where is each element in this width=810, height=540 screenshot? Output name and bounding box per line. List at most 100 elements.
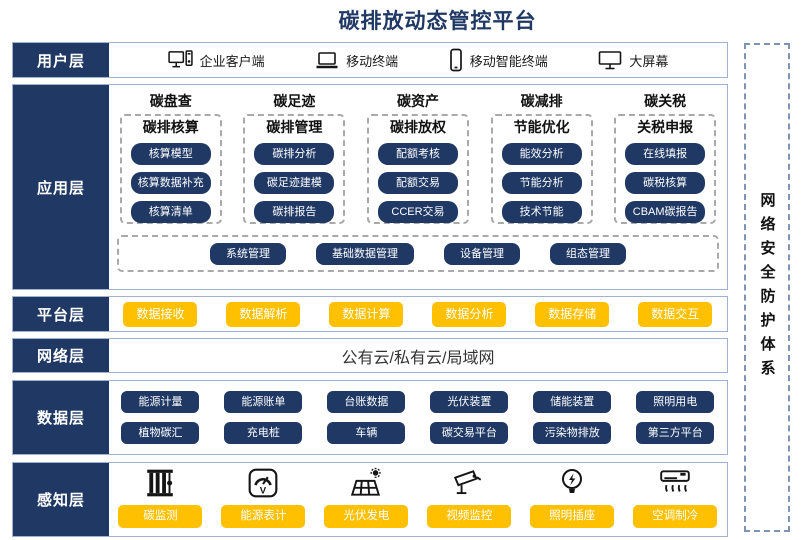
platform-layer-row: 平台层 数据接收 数据解析 数据计算 数据分析 数据存储 数据交互 bbox=[12, 296, 728, 332]
perception-item: V 能源表计 bbox=[212, 463, 315, 536]
app-column-header: 碳足迹 bbox=[273, 93, 316, 109]
app-function-pill: 节能分析 bbox=[501, 172, 582, 194]
data-source-pill: 储能装置 bbox=[533, 390, 612, 413]
user-terminal-label: 企业客户端 bbox=[199, 53, 265, 69]
data-source-pill: 污染物排放 bbox=[533, 422, 612, 445]
data-source-pill: 植物碳汇 bbox=[121, 422, 200, 445]
user-terminal-item: 移动终端 bbox=[315, 51, 398, 70]
perception-item: 视频监控 bbox=[418, 463, 521, 536]
app-module-box: 节能优化 能效分析 节能分析 技术节能 bbox=[490, 114, 593, 224]
app-function-pill: 在线填报 bbox=[625, 143, 706, 165]
app-column-header: 碳关税 bbox=[644, 93, 687, 109]
perception-item: 碳监测 bbox=[109, 463, 212, 536]
solar-panel-icon bbox=[349, 463, 383, 499]
app-module-title: 节能优化 bbox=[513, 119, 570, 135]
carbon-monitor-icon bbox=[144, 463, 176, 499]
application-columns: 碳排核算 核算模型 核算数据补充 核算清单 碳排管理 碳排分析 碳足迹建模 碳排… bbox=[109, 114, 727, 224]
app-module-box: 关税申报 在线填报 碳税核算 CBAM碳报告 bbox=[614, 114, 717, 224]
app-function-pill: 能效分析 bbox=[501, 143, 582, 165]
security-sidebar-label: 网络安全防护体系 bbox=[758, 191, 776, 384]
data-source-pill: 车辆 bbox=[327, 422, 406, 445]
app-column: 碳排管理 碳排分析 碳足迹建模 碳排报告 bbox=[233, 114, 357, 224]
platform-pill: 数据计算 bbox=[329, 301, 404, 327]
energy-meter-icon: V bbox=[247, 463, 279, 499]
network-cloud-text: 公有云/私有云/局域网 bbox=[341, 349, 495, 367]
app-module-title: 碳排管理 bbox=[266, 119, 323, 135]
app-function-pill: 配额交易 bbox=[377, 172, 458, 194]
platform-pill: 数据交互 bbox=[638, 301, 713, 327]
laptop-icon bbox=[315, 51, 339, 70]
app-column: 碳排核算 核算模型 核算数据补充 核算清单 bbox=[109, 114, 233, 224]
perception-item: 光伏发电 bbox=[315, 463, 418, 536]
light-bulb-icon bbox=[557, 463, 587, 499]
management-pill: 设备管理 bbox=[444, 242, 520, 265]
network-layer-row: 网络层 公有云/私有云/局域网 bbox=[12, 338, 728, 373]
smartphone-icon bbox=[449, 48, 463, 72]
data-layer-row: 数据层 能源计量 能源账单 台账数据 光伏装置 储能装置 照明用电 植物碳汇 充… bbox=[12, 380, 728, 455]
perception-pill: 照明插座 bbox=[530, 505, 615, 528]
user-terminal-item: 大屏幕 bbox=[598, 50, 668, 71]
app-function-pill: 核算数据补充 bbox=[130, 172, 211, 194]
app-column-header: 碳资产 bbox=[396, 93, 439, 109]
platform-pill: 数据存储 bbox=[535, 301, 610, 327]
data-source-row: 能源计量 能源账单 台账数据 光伏装置 储能装置 照明用电 bbox=[109, 390, 727, 413]
app-function-pill: CCER交易 bbox=[377, 201, 458, 223]
data-source-pill: 碳交易平台 bbox=[430, 422, 509, 445]
security-sidebar: 网络安全防护体系 bbox=[744, 43, 790, 532]
app-module-title: 关税申报 bbox=[637, 119, 694, 135]
big-screen-icon bbox=[598, 50, 622, 71]
perception-layer-content: 碳监测 V 能源表计 bbox=[109, 463, 727, 536]
user-terminal-label: 大屏幕 bbox=[629, 53, 669, 69]
management-pill: 组态管理 bbox=[550, 242, 626, 265]
svg-text:V: V bbox=[260, 486, 267, 497]
data-source-pill: 能源计量 bbox=[121, 390, 200, 413]
platform-layer-content: 数据接收 数据解析 数据计算 数据分析 数据存储 数据交互 bbox=[109, 297, 727, 331]
layer-label-application: 应用层 bbox=[13, 85, 109, 289]
perception-pill: 光伏发电 bbox=[324, 505, 409, 528]
app-module-box: 碳排放权 配额考核 配额交易 CCER交易 bbox=[366, 114, 469, 224]
data-layer-content: 能源计量 能源账单 台账数据 光伏装置 储能装置 照明用电 植物碳汇 充电桩 车… bbox=[109, 381, 727, 454]
app-function-pill: 配额考核 bbox=[377, 143, 458, 165]
layer-label-user: 用户层 bbox=[13, 43, 109, 77]
application-column-headers: 碳盘查 碳足迹 碳资产 碳减排 碳关税 bbox=[109, 91, 727, 111]
app-column: 关税申报 在线填报 碳税核算 CBAM碳报告 bbox=[603, 114, 727, 224]
layer-label-platform: 平台层 bbox=[13, 297, 109, 331]
perception-pill: 视频监控 bbox=[427, 505, 512, 528]
app-function-pill: 碳足迹建模 bbox=[254, 172, 335, 194]
user-layer-row: 用户层 企业客户端 移动终端 bbox=[12, 42, 728, 78]
data-source-pill: 能源账单 bbox=[224, 390, 303, 413]
user-terminal-item: 企业客户端 bbox=[167, 50, 265, 70]
data-source-row: 植物碳汇 充电桩 车辆 碳交易平台 污染物排放 第三方平台 bbox=[109, 422, 727, 445]
management-pill: 基础数据管理 bbox=[316, 242, 414, 265]
air-conditioner-icon bbox=[658, 463, 692, 499]
app-column: 碳排放权 配额考核 配额交易 CCER交易 bbox=[356, 114, 480, 224]
app-column: 节能优化 能效分析 节能分析 技术节能 bbox=[480, 114, 604, 224]
management-pill: 系统管理 bbox=[210, 242, 286, 265]
perception-pill: 碳监测 bbox=[118, 505, 203, 528]
application-layer-content: 碳盘查 碳足迹 碳资产 碳减排 碳关税 碳排核算 核算模型 核算数据补充 核算清… bbox=[109, 85, 727, 289]
user-terminal-label: 移动智能终端 bbox=[469, 53, 548, 69]
app-module-title: 碳排核算 bbox=[142, 119, 199, 135]
perception-pill: 能源表计 bbox=[221, 505, 306, 528]
perception-item: 空调制冷 bbox=[624, 463, 727, 536]
app-function-pill: 碳税核算 bbox=[625, 172, 706, 194]
app-module-title: 碳排放权 bbox=[389, 119, 446, 135]
user-terminal-item: 移动智能终端 bbox=[449, 48, 548, 72]
application-layer-row: 应用层 碳盘查 碳足迹 碳资产 碳减排 碳关税 碳排核算 核算模型 核算数据补充… bbox=[12, 84, 728, 290]
platform-pill: 数据解析 bbox=[226, 301, 301, 327]
data-source-pill: 照明用电 bbox=[636, 390, 715, 413]
data-source-pill: 第三方平台 bbox=[636, 422, 715, 445]
data-source-pill: 台账数据 bbox=[327, 390, 406, 413]
user-layer-content: 企业客户端 移动终端 移动智能终端 大屏幕 bbox=[109, 43, 727, 77]
layer-label-perception: 感知层 bbox=[13, 463, 109, 536]
desktop-pc-icon bbox=[167, 50, 193, 70]
perception-item: 照明插座 bbox=[521, 463, 624, 536]
user-terminal-label: 移动终端 bbox=[346, 53, 399, 69]
app-function-pill: 核算模型 bbox=[130, 143, 211, 165]
app-function-pill: 碳排分析 bbox=[254, 143, 335, 165]
platform-pill: 数据接收 bbox=[123, 301, 198, 327]
app-module-box: 碳排核算 核算模型 核算数据补充 核算清单 bbox=[119, 114, 222, 224]
data-source-pill: 充电桩 bbox=[224, 422, 303, 445]
app-function-pill: 核算清单 bbox=[130, 201, 211, 223]
app-column-header: 碳减排 bbox=[520, 93, 563, 109]
